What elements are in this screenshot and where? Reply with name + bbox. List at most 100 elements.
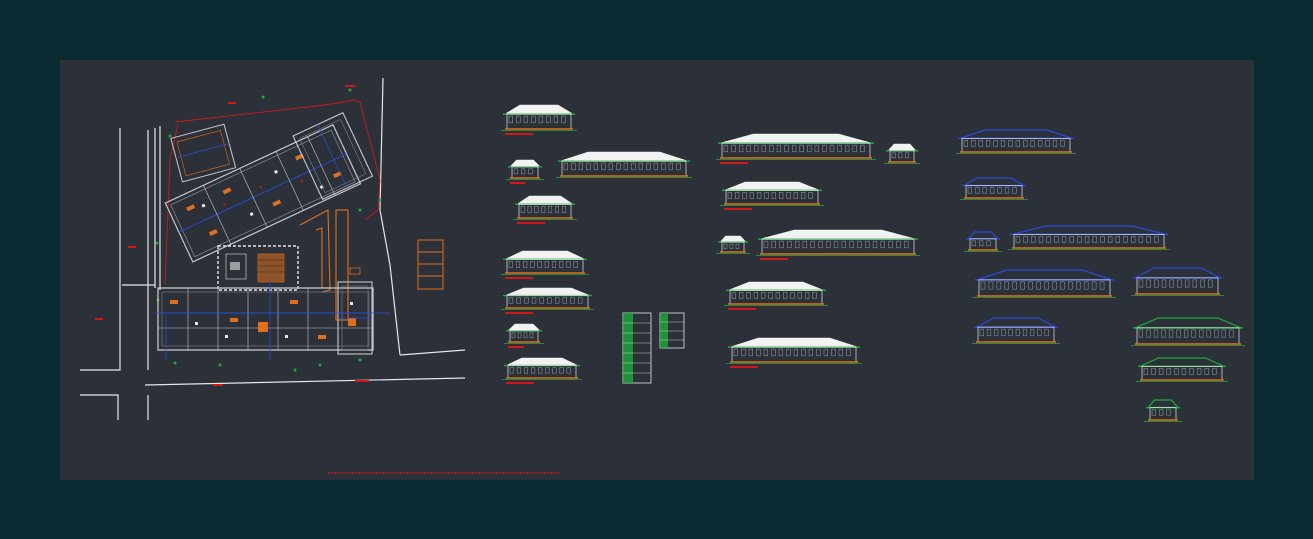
window (530, 261, 535, 268)
window (1221, 329, 1226, 338)
elevation-title-mark (720, 162, 748, 164)
elevation-title-mark (510, 182, 525, 184)
window (1020, 281, 1025, 290)
window (551, 261, 557, 268)
schedule-table-2[interactable] (659, 312, 685, 349)
elevation-16[interactable] (956, 129, 1076, 154)
window (852, 144, 857, 153)
window (880, 240, 885, 249)
window (1015, 140, 1020, 147)
elevation-11[interactable] (720, 181, 824, 210)
window (1161, 279, 1167, 288)
drawing-viewport[interactable] (60, 60, 1254, 480)
window (742, 192, 747, 199)
elevation-7[interactable] (504, 323, 544, 348)
site-markers (155, 88, 382, 372)
schedule-tables[interactable] (622, 312, 685, 384)
window (1028, 281, 1033, 290)
window (1166, 368, 1171, 375)
parking-stalls[interactable] (417, 239, 444, 290)
window (1151, 368, 1156, 375)
top-left-block[interactable] (170, 123, 237, 183)
lower-wing-building[interactable] (157, 287, 374, 351)
east-wing-building[interactable] (337, 267, 373, 355)
elevation-12[interactable] (716, 235, 750, 254)
window (816, 348, 821, 357)
window (763, 348, 768, 357)
window (898, 152, 903, 159)
window (735, 243, 740, 249)
window (997, 187, 1002, 194)
elevation-1[interactable] (501, 104, 577, 135)
roof (727, 281, 825, 291)
elevation-5[interactable] (501, 250, 589, 279)
window (608, 162, 613, 171)
window (988, 281, 994, 290)
window (831, 348, 836, 357)
window (837, 144, 842, 153)
elevation-10[interactable] (884, 143, 920, 164)
window (668, 162, 673, 171)
elevation-2[interactable] (506, 159, 544, 184)
elevation-drawings[interactable] (501, 104, 1245, 422)
window (1083, 281, 1089, 290)
window (554, 297, 560, 304)
window (531, 297, 537, 304)
window (1181, 368, 1187, 375)
window (729, 243, 734, 249)
elevation-4[interactable] (513, 195, 577, 224)
elevation-25[interactable] (1144, 399, 1182, 422)
window (764, 192, 769, 199)
roof (975, 317, 1057, 328)
window (527, 206, 532, 213)
window (1091, 281, 1097, 290)
elevation-8[interactable] (502, 357, 582, 384)
upper-wing-building[interactable] (164, 124, 362, 263)
window (547, 297, 552, 304)
elevation-17[interactable] (960, 177, 1028, 200)
window (1153, 329, 1159, 338)
elevation-18[interactable] (964, 231, 1002, 252)
upper-right-block[interactable] (292, 111, 374, 201)
window (516, 297, 521, 304)
elevation-21[interactable] (1131, 267, 1224, 296)
window (528, 168, 533, 175)
window (731, 144, 736, 153)
roof (729, 337, 859, 348)
window (731, 292, 736, 299)
elevation-22[interactable] (972, 317, 1060, 344)
window (982, 187, 987, 194)
window (638, 162, 643, 171)
window (727, 192, 732, 199)
elevation-15[interactable] (726, 337, 862, 368)
elevation-20[interactable] (973, 269, 1116, 298)
roof (505, 357, 579, 366)
window (1154, 236, 1159, 243)
window (799, 144, 804, 153)
window (523, 115, 528, 124)
window (1161, 329, 1166, 338)
roof (504, 287, 591, 296)
elevation-3[interactable] (556, 151, 692, 178)
elevation-13[interactable] (756, 229, 920, 260)
window (561, 115, 566, 124)
elevation-14[interactable] (724, 281, 828, 310)
window (746, 144, 751, 153)
window (524, 297, 529, 304)
elevation-24[interactable] (1136, 357, 1228, 382)
drawing-sheet[interactable] (60, 60, 1254, 480)
schedule-table-1[interactable] (622, 312, 652, 384)
window (523, 367, 529, 374)
elevation-23[interactable] (1131, 317, 1245, 346)
central-core[interactable] (217, 245, 299, 291)
elevation-19[interactable] (1008, 225, 1170, 250)
window (1146, 329, 1151, 338)
window (1068, 281, 1073, 290)
window (849, 240, 854, 249)
window (1077, 236, 1082, 243)
window (537, 261, 542, 268)
site-plan[interactable] (80, 77, 560, 474)
site-labels (95, 85, 369, 386)
elevation-6[interactable] (501, 287, 594, 314)
elevation-9[interactable] (716, 133, 876, 164)
